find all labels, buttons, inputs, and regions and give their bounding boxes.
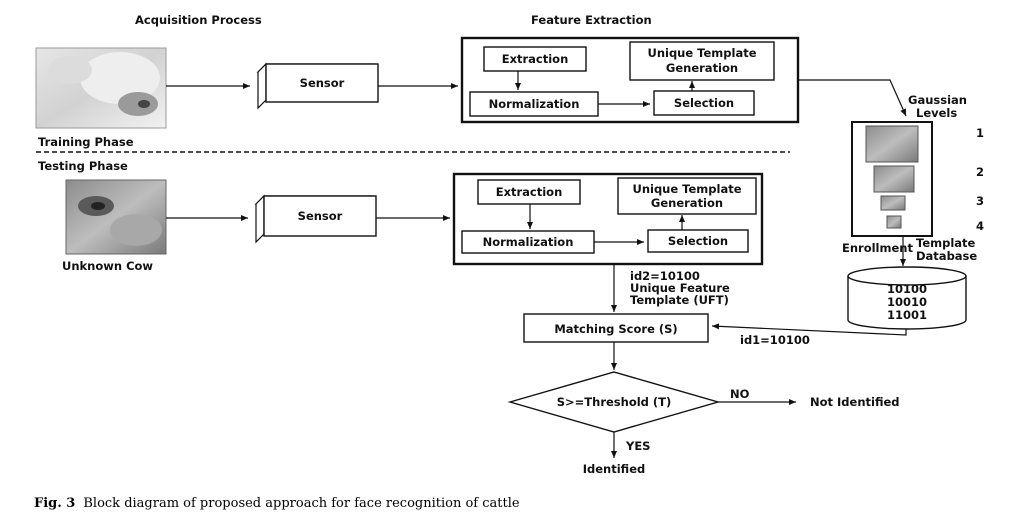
testing-selection-block [647, 229, 749, 253]
gaussian-level-3: 3 [976, 194, 984, 208]
unknown-cow-image [65, 179, 167, 255]
gaussian-level-1-image [865, 125, 919, 163]
enrollment-label: Enrollment [842, 241, 913, 255]
testing-sensor-label: Sensor [298, 209, 343, 223]
training-selection-block [653, 90, 755, 116]
gaussian-label-1: Gaussian [908, 93, 967, 107]
training-sensor-label: Sensor [300, 76, 345, 90]
testing-extraction-block [477, 179, 581, 205]
gaussian-level-2: 2 [976, 165, 984, 179]
uft-label-2: Unique Feature [630, 281, 730, 295]
id1-label: id1=10100 [740, 333, 810, 347]
threshold-decision-label: S>=Threshold (T) [557, 395, 672, 409]
gaussian-label-2: Levels [916, 106, 957, 120]
training-extraction-block [483, 46, 587, 72]
gaussian-level-4: 4 [976, 219, 984, 233]
identified-label: Identified [583, 462, 646, 476]
db-record-2: 10010 [887, 295, 927, 309]
uft-label-3: Template (UFT) [630, 293, 729, 307]
heading-feature-extraction: Feature Extraction [531, 13, 652, 27]
training-selection-label: Selection [674, 96, 734, 110]
unknown-cow-label: Unknown Cow [62, 259, 153, 273]
template-db-label-1: Template [916, 236, 976, 250]
template-database-cylinder [847, 266, 967, 330]
caption-text: Block diagram of proposed approach for f… [83, 496, 520, 511]
not-identified-label: Not Identified [810, 395, 900, 409]
caption-label: Fig. 3 [34, 496, 75, 511]
testing-unique-template-block [617, 177, 757, 215]
heading-acquisition: Acquisition Process [135, 13, 262, 27]
training-phase-label: Training Phase [38, 135, 134, 149]
figure-caption: Fig. 3 Block diagram of proposed approach… [34, 496, 520, 511]
training-normalization-label: Normalization [489, 97, 580, 111]
matching-score-label: Matching Score (S) [554, 322, 677, 336]
training-extraction-label: Extraction [502, 52, 569, 66]
testing-sensor-block [254, 194, 377, 244]
gaussian-level-4-image [886, 215, 902, 229]
matching-score-block [523, 313, 709, 343]
no-label: NO [730, 387, 750, 401]
training-unique-template-label-2: Generation [666, 61, 738, 75]
testing-phase-label: Testing Phase [38, 159, 128, 173]
training-unique-template-label-1: Unique Template [647, 46, 756, 60]
training-cow-image [35, 47, 167, 129]
gaussian-level-3-image [880, 195, 906, 211]
testing-normalization-label: Normalization [483, 235, 574, 249]
training-sensor-block [256, 62, 379, 110]
gaussian-level-1: 1 [976, 126, 984, 140]
yes-label: YES [625, 439, 650, 453]
testing-extraction-label: Extraction [496, 185, 563, 199]
db-record-1: 10100 [887, 282, 927, 296]
template-db-label-2: Database [916, 249, 977, 263]
gaussian-level-2-image [873, 165, 915, 193]
testing-unique-template-label-1: Unique Template [632, 182, 741, 196]
testing-selection-label: Selection [668, 234, 728, 248]
uft-label-1: id2=10100 [630, 269, 700, 283]
testing-unique-template-label-2: Generation [651, 196, 723, 210]
training-unique-template-block [629, 41, 775, 81]
db-record-3: 11001 [887, 308, 927, 322]
